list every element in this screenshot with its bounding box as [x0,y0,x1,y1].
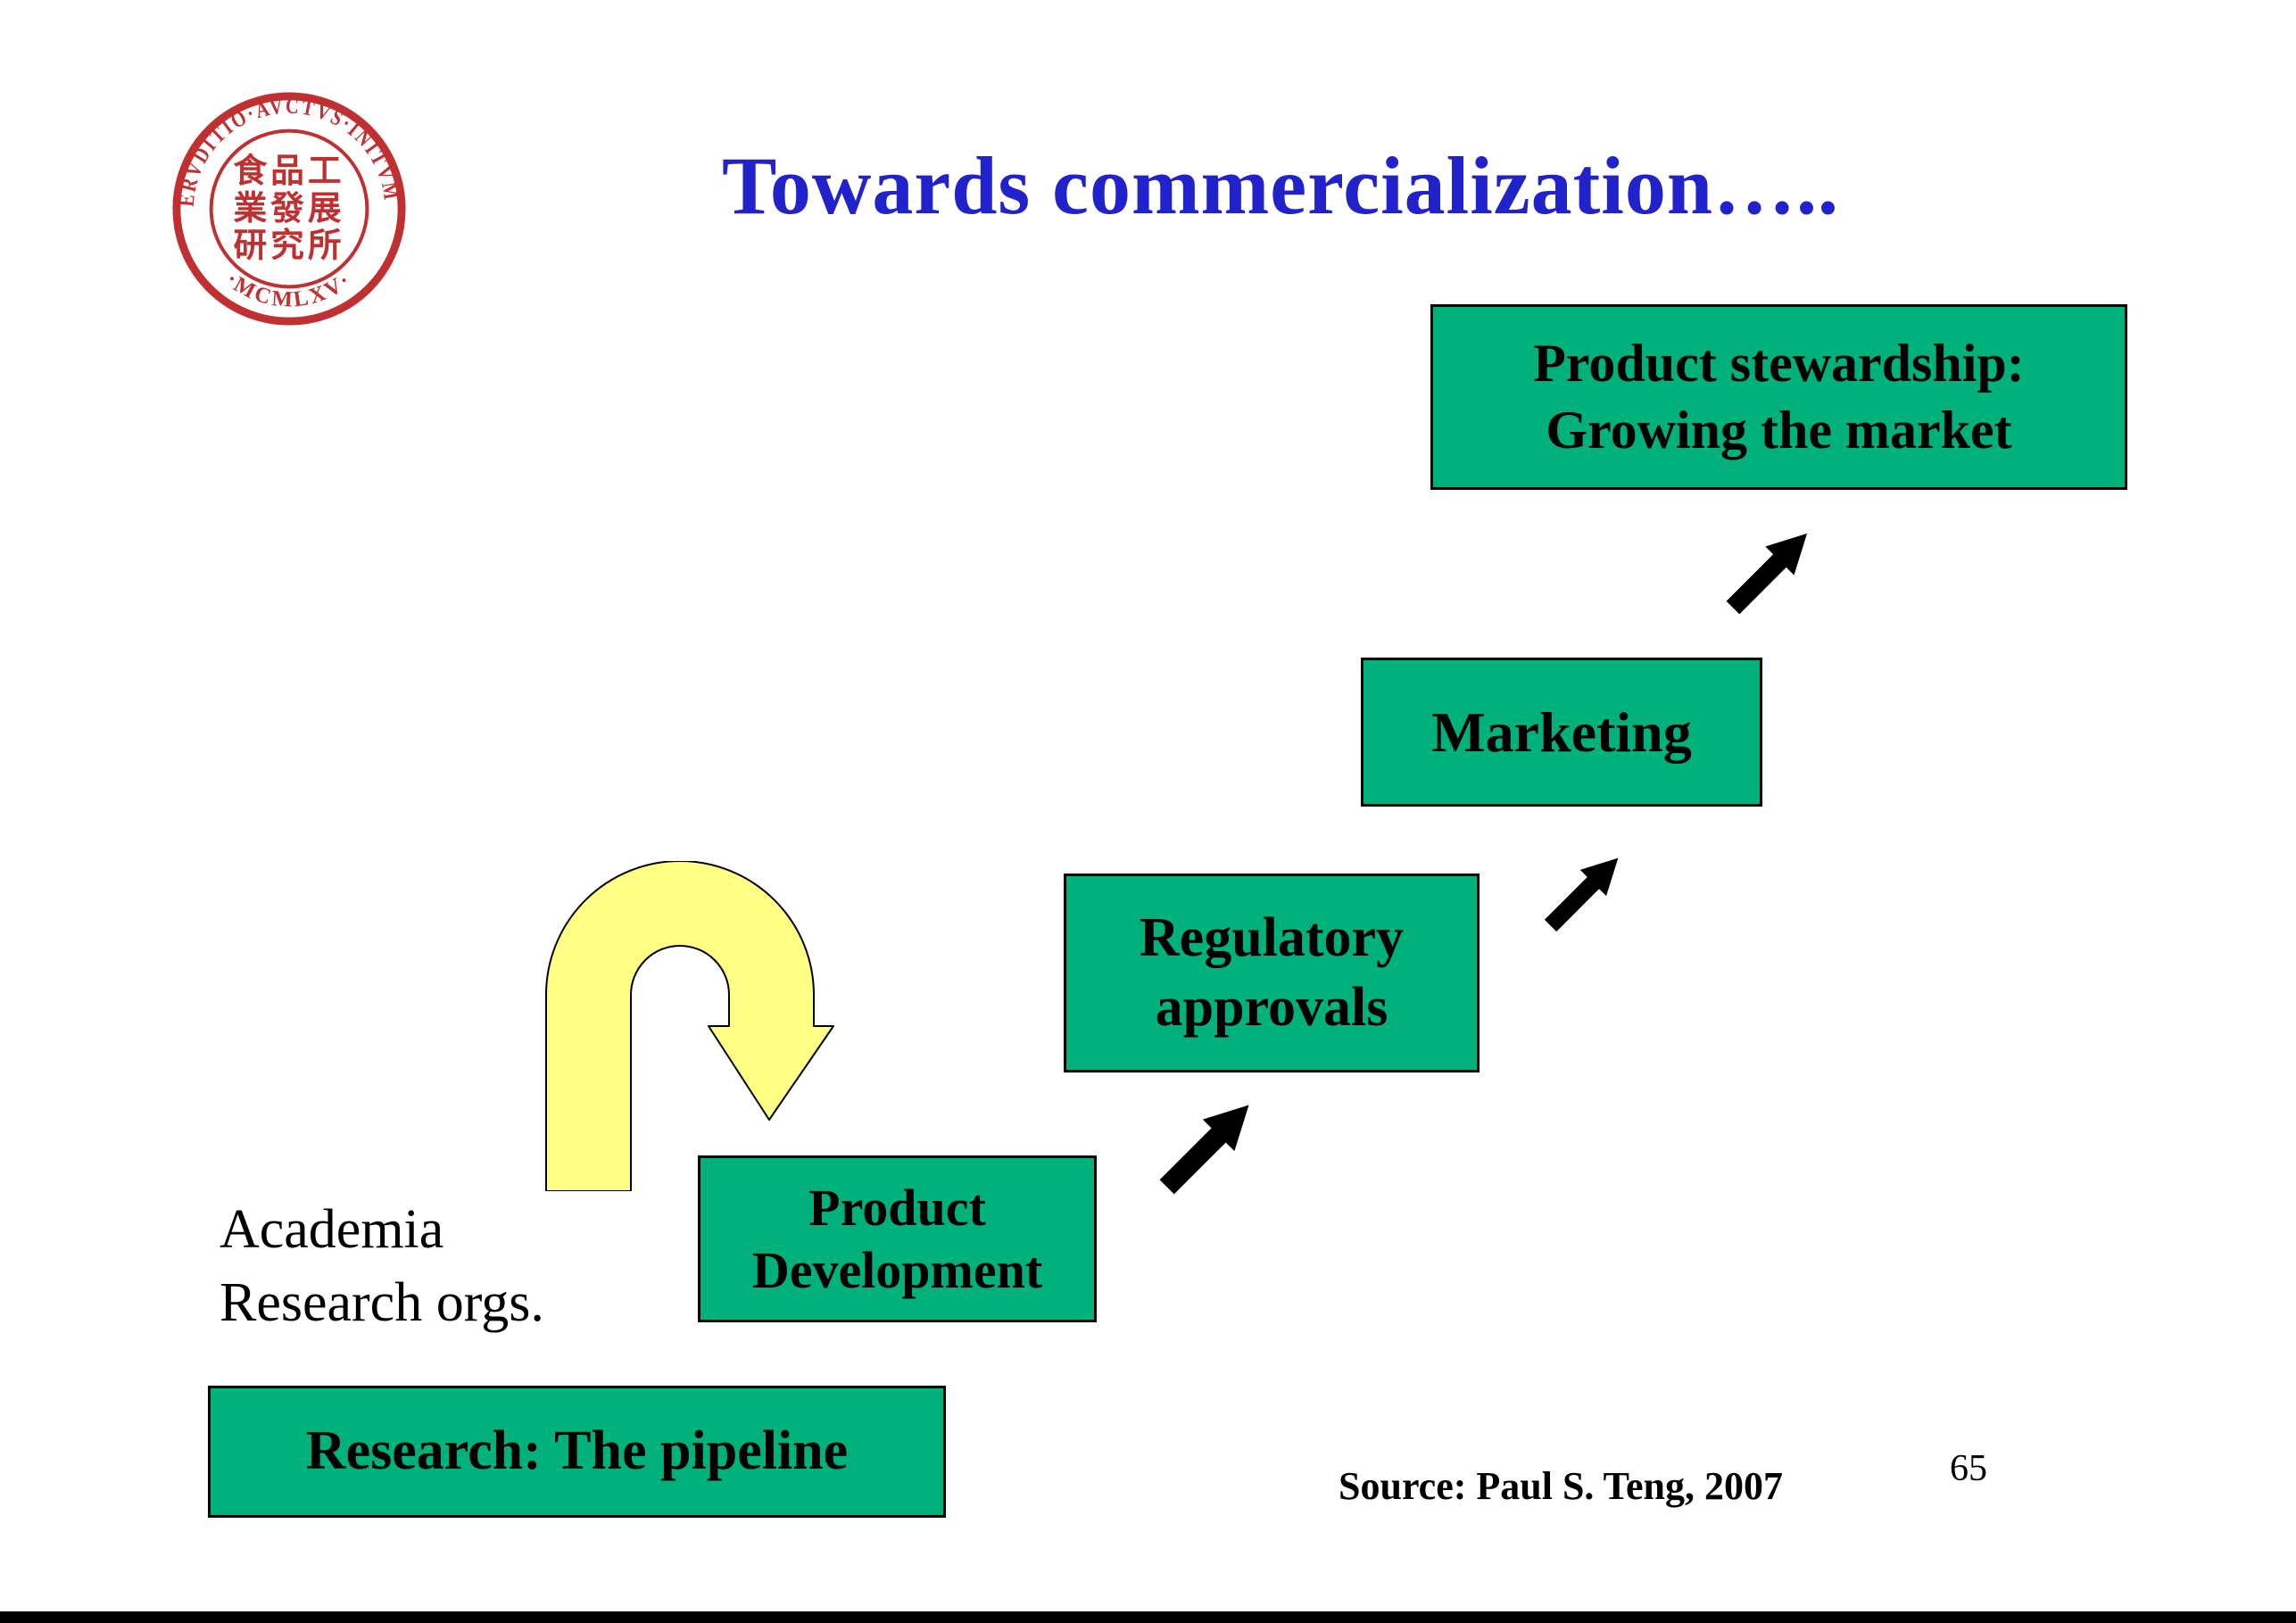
seal-outer-ring [172,92,406,326]
box-regulatory-line2: approvals [1155,976,1388,1038]
page-number: 65 [1950,1448,1987,1489]
source-citation: Source: Paul S. Teng, 2007 [1339,1464,1783,1508]
step-arrow-2 [1544,857,1619,932]
slide-title: Towards commercialization….. [722,140,1839,231]
seal-characters-row3: 研究所 [233,226,344,265]
box-marketing: Marketing [1361,658,1762,807]
seal-characters-row2: 業發展 [233,188,344,228]
step-arrow-1 [1159,1105,1249,1195]
academia-label-line2: Research orgs. [220,1271,544,1333]
seal-inner-ring [209,128,369,289]
box-research-pipeline: Research: The pipeline [208,1386,946,1518]
box-product-stewardship-line2: Growing the market [1546,401,2012,460]
box-product-development: Product Development [698,1155,1097,1322]
academia-label-line1: Academia [220,1199,444,1260]
seal-characters-row1: 食品工 [233,151,344,190]
box-regulatory-approvals: Regulatory approvals [1064,874,1480,1072]
box-product-stewardship: Product stewardship: Growing the market [1430,304,2127,490]
loop-arrow [545,861,834,1191]
university-seal-logo: ERVDITIO·AVCTVS·INITVM ·MCMLXV· 食品工 業發展 … [172,92,406,326]
step-arrow-3 [1726,533,1808,615]
bottom-bar [0,1611,2296,1623]
box-product-development-line2: Development [751,1240,1043,1299]
box-product-development-line1: Product [808,1178,986,1237]
seal-ring-bottom-text: ·MCMLXV· [221,268,354,312]
box-product-stewardship-line1: Product stewardship: [1533,334,2025,393]
box-regulatory-line1: Regulatory [1139,907,1405,968]
box-research-pipeline-label: Research: The pipeline [305,1420,849,1482]
box-marketing-label: Marketing [1431,700,1692,764]
svg-text:·MCMLXV·: ·MCMLXV· [221,268,357,312]
academia-label: Academia Research orgs. [220,1194,544,1340]
